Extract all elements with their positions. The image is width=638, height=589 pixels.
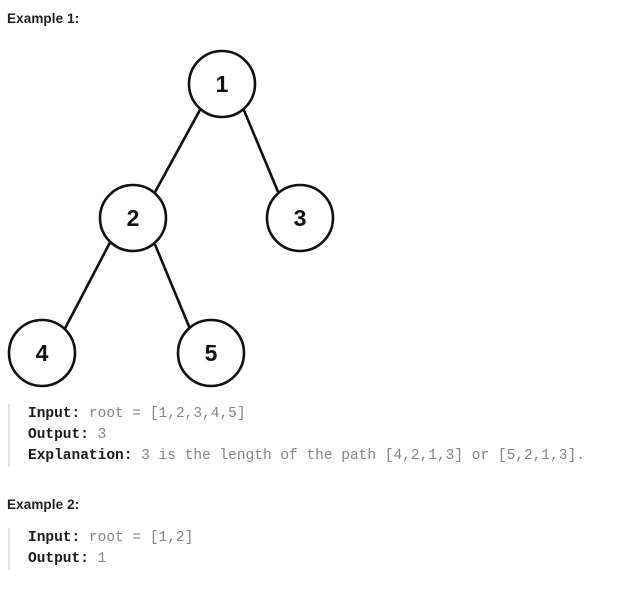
code-value: root = [1,2] [80,530,194,546]
code-line-input: Input: root = [1,2] [28,528,638,549]
code-label: Explanation: [28,448,133,464]
edge-2-5 [153,242,191,329]
code-line-explanation: Explanation: 3 is the length of the path… [28,446,638,467]
tree-node-1: 1 [187,49,257,119]
tree-node-4: 4 [7,318,77,388]
example-1-code-block: Input: root = [1,2,3,4,5] Output: 3 Expl… [8,404,638,467]
code-label: Output: [28,551,89,567]
tree-node-label: 3 [294,205,307,231]
code-value: root = [1,2,3,4,5] [80,406,246,422]
tree-node-5: 5 [176,318,246,388]
tree-node-label: 2 [127,205,140,231]
code-value: 3 is the length of the path [4,2,1,3] or… [132,448,585,464]
tree-node-label: 1 [216,71,229,97]
example-2-code-block: Input: root = [1,2] Output: 1 [8,528,638,570]
code-line-input: Input: root = [1,2,3,4,5] [28,404,638,425]
tree-node-2: 2 [98,183,168,253]
tree-node-label: 5 [205,340,218,366]
code-value: 3 [88,427,107,443]
tree-node-3: 3 [265,183,335,253]
code-line-output: Output: 1 [28,549,638,570]
binary-tree-diagram: 1 2 3 4 5 [0,30,400,395]
tree-nodes: 1 2 3 4 5 [7,49,335,388]
edge-1-2 [152,107,203,195]
example-2-heading: Example 2: [7,497,80,512]
code-line-output: Output: 3 [28,425,638,446]
tree-node-label: 4 [36,340,49,366]
edge-2-4 [63,240,112,331]
code-label: Input: [28,406,81,422]
code-label: Output: [28,427,89,443]
code-label: Input: [28,530,81,546]
tree-edges [63,107,281,331]
code-value: 1 [88,551,107,567]
example-1-heading: Example 1: [7,11,80,26]
edge-1-3 [241,107,281,195]
